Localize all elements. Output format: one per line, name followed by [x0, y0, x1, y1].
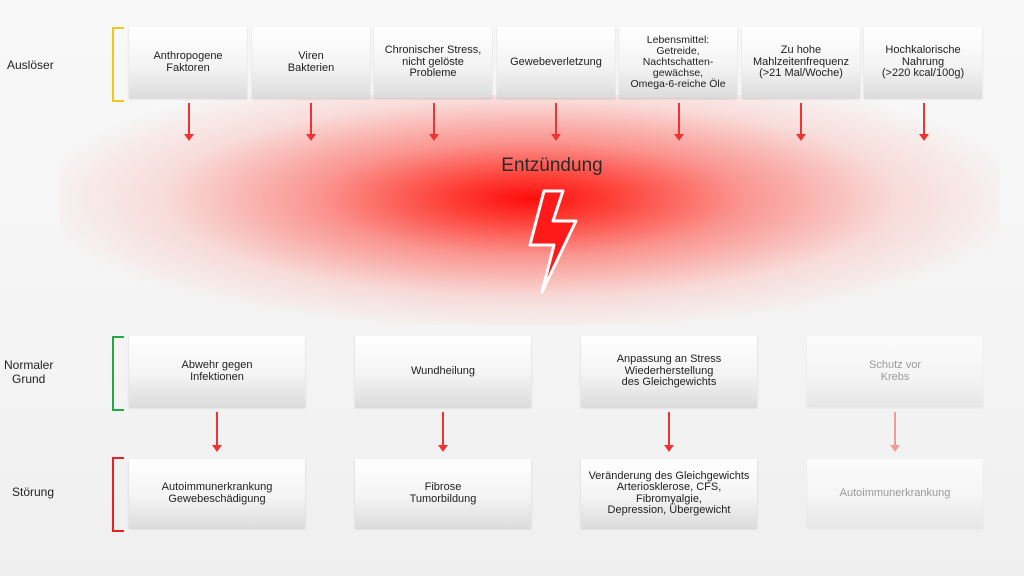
disorder-box: Fibrose Tumorbildung: [355, 459, 531, 528]
down-arrow-icon: [919, 103, 929, 141]
trigger-box: Viren Bakterien: [252, 27, 370, 98]
disorder-box: Autoimmunerkrankung Gewebeschädigung: [129, 459, 305, 528]
normal-reason-box: Schutz vor Krebs: [807, 336, 983, 407]
row-label-normal-reason: Normaler Grund: [4, 358, 54, 386]
normal-reason-box: Abwehr gegen Infektionen: [129, 336, 305, 407]
down-arrow-icon: [184, 103, 194, 141]
down-arrow-icon: [674, 103, 684, 141]
down-arrow-icon: [212, 412, 222, 452]
bracket-disorder: [112, 457, 124, 532]
down-arrow-icon: [438, 412, 448, 452]
down-arrow-icon: [429, 103, 439, 141]
disorder-box: Autoimmunerkrankung: [807, 459, 983, 528]
down-arrow-icon: [796, 103, 806, 141]
lightning-bolt-icon: [528, 189, 578, 294]
bracket-triggers: [112, 27, 124, 102]
bracket-normal-reason: [112, 336, 124, 411]
trigger-box: Lebensmittel: Getreide, Nachtschatten- g…: [619, 27, 737, 98]
center-title: Entzündung: [501, 155, 603, 176]
down-arrow-icon: [551, 103, 561, 141]
down-arrow-icon: [664, 412, 674, 452]
trigger-box: Hochkalorische Nahrung (>220 kcal/100g): [864, 27, 982, 98]
down-arrow-icon: [890, 412, 900, 452]
row-label-disorder: Störung: [12, 485, 55, 499]
disorder-box: Veränderung des Gleichgewichts Arteriosk…: [581, 459, 757, 528]
normal-reason-box: Wundheilung: [355, 336, 531, 407]
trigger-box: Anthropogene Faktoren: [129, 27, 247, 98]
trigger-box: Gewebeverletzung: [497, 27, 615, 98]
trigger-box: Zu hohe Mahlzeitenfrequenz (>21 Mal/Woch…: [742, 27, 860, 98]
row-label-triggers: Auslöser: [7, 58, 54, 72]
down-arrow-icon: [306, 103, 316, 141]
normal-reason-box: Anpassung an Stress Wiederherstellung de…: [581, 336, 757, 407]
trigger-box: Chronischer Stress, nicht gelöste Proble…: [374, 27, 492, 98]
